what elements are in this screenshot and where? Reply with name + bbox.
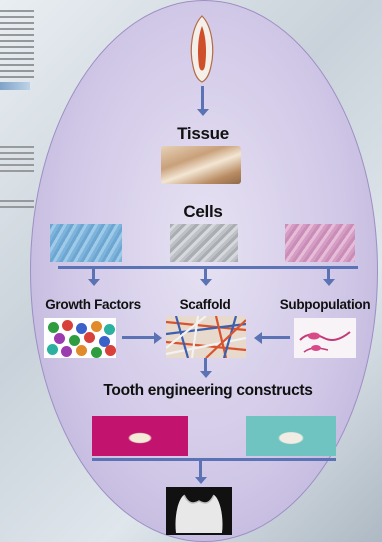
growth-factor-dot — [76, 345, 87, 356]
growth-factor-dot — [47, 344, 58, 355]
growth-factor-dot — [84, 332, 95, 343]
side-text-block — [0, 146, 34, 176]
arrow-down-icon — [200, 371, 212, 378]
cells-image-pink — [285, 224, 355, 262]
arrow-left-icon — [254, 332, 262, 344]
label-subpopulation: Subpopulation — [270, 297, 380, 312]
flow-line — [262, 336, 290, 339]
engineered-tooth-image — [166, 487, 232, 535]
flow-line — [204, 358, 207, 372]
join-line — [92, 458, 336, 461]
arrow-right-icon — [154, 332, 162, 344]
growth-factor-dot — [62, 320, 73, 331]
cells-image-gray — [170, 224, 238, 262]
growth-factor-dot — [91, 347, 102, 358]
scaffold-image — [166, 316, 246, 358]
side-text-block — [0, 200, 34, 210]
growth-factor-dot — [104, 324, 115, 335]
construct-image-magenta — [92, 416, 188, 456]
label-constructs: Tooth engineering constructs — [84, 382, 332, 400]
label-cells: Cells — [168, 202, 238, 222]
tissue-image — [161, 146, 241, 184]
flow-line — [327, 266, 330, 280]
growth-factor-dot — [48, 322, 59, 333]
arrow-down-icon — [200, 279, 212, 286]
tooth-icon — [184, 14, 220, 84]
growth-factor-dot — [105, 345, 116, 356]
arrow-down-icon — [195, 477, 207, 484]
construct-image-teal — [246, 416, 336, 456]
arrow-down-icon — [323, 279, 335, 286]
growth-factor-dot — [61, 346, 72, 357]
growth-factor-dot — [91, 321, 102, 332]
growth-factor-dot — [69, 335, 80, 346]
label-growth-factors: Growth Factors — [34, 297, 152, 312]
label-tissue: Tissue — [168, 124, 238, 144]
arrow-down-icon — [88, 279, 100, 286]
side-text-block — [0, 10, 34, 80]
label-scaffold: Scaffold — [170, 297, 240, 312]
growth-factor-dot — [54, 333, 65, 344]
flow-line — [199, 460, 202, 478]
flow-line — [204, 266, 207, 280]
branch-line — [58, 266, 358, 269]
flow-line — [122, 336, 154, 339]
arrow-down-icon — [197, 109, 209, 116]
growth-factors-image — [44, 318, 116, 358]
flow-line — [92, 266, 95, 280]
flow-line — [201, 86, 204, 110]
subpopulation-image — [294, 318, 356, 358]
side-accent-bar — [0, 82, 30, 90]
cells-image-blue — [50, 224, 122, 262]
